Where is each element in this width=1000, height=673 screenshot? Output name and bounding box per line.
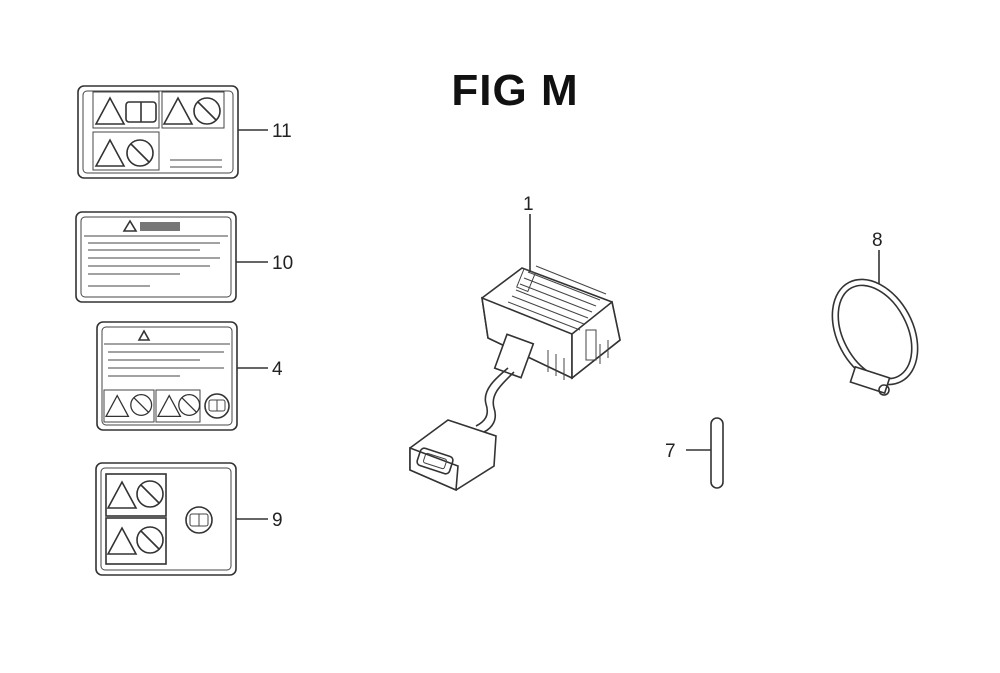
read-manual-book-icon (125, 101, 157, 123)
callout-8: 8 (872, 230, 883, 251)
callout-4: 4 (272, 359, 283, 380)
warning-label-9[interactable]: 9 (95, 462, 283, 576)
callout-11: 11 (272, 121, 292, 142)
warning-triangle-icon (122, 219, 138, 232)
band-clamp-part-8[interactable]: 8 (815, 230, 935, 399)
callout-1: 1 (523, 194, 534, 215)
read-manual-book-icon (204, 393, 230, 419)
callout-7: 7 (665, 441, 676, 462)
regulator-rectifier-part-1[interactable]: 1 (409, 194, 621, 492)
warning-triangle-icon (137, 329, 151, 341)
callout-10: 10 (272, 253, 293, 274)
warning-label-11[interactable]: 11 (77, 85, 292, 179)
warning-label-10[interactable]: 10 (75, 211, 293, 303)
figure-title: FIG M (451, 66, 579, 115)
warning-label-4[interactable]: 4 (96, 321, 283, 431)
pin-part-7[interactable]: 7 (665, 417, 724, 489)
callout-9: 9 (272, 510, 283, 531)
read-manual-book-icon (185, 506, 213, 534)
